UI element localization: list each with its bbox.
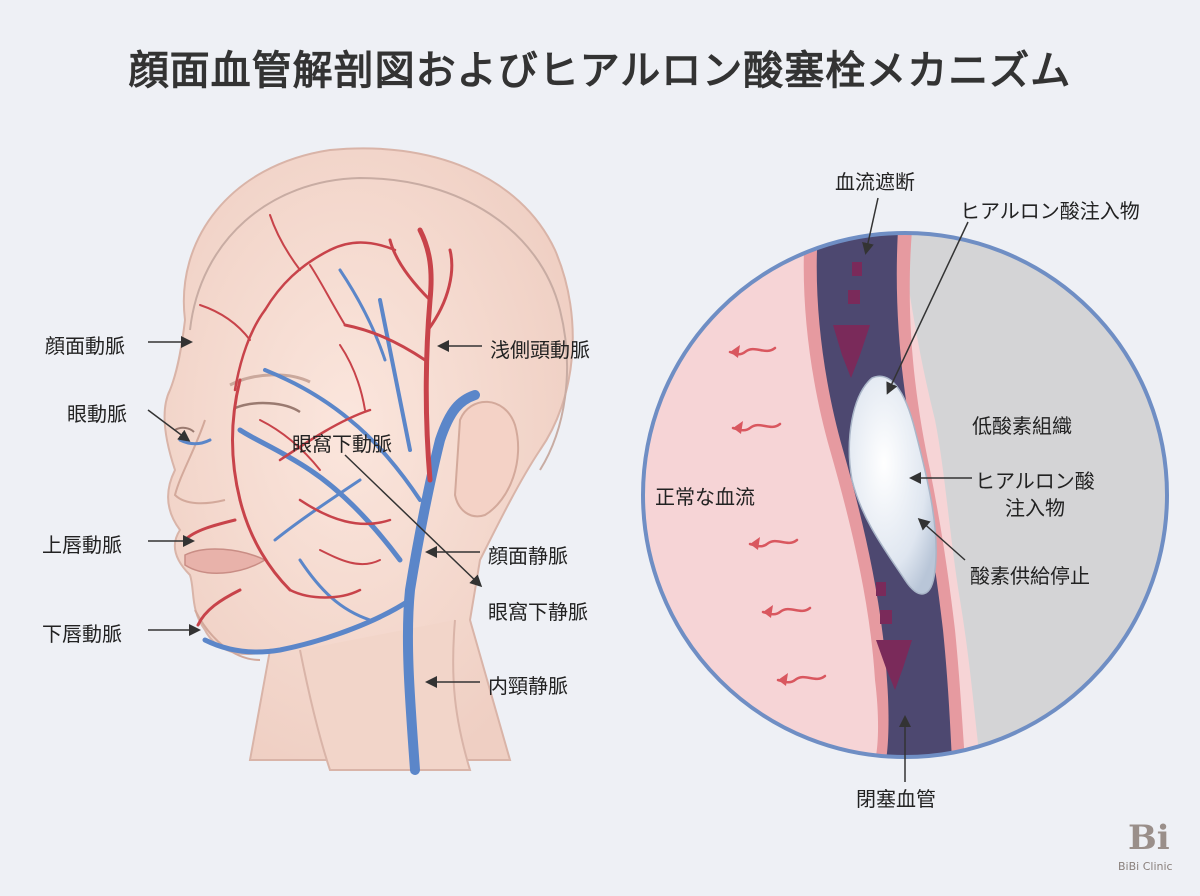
label-superficial-temporal-artery: 浅側頭動脈 <box>490 338 590 362</box>
label-ha-filler-top: ヒアルロン酸注入物 <box>960 199 1140 223</box>
label-ha-filler-mid-2: 注入物 <box>1005 496 1065 520</box>
label-facial-vein: 顔面静脈 <box>488 544 568 568</box>
label-infraorbital-vein: 眼窩下静脈 <box>488 600 588 624</box>
label-oxygen-stop: 酸素供給停止 <box>970 564 1090 588</box>
label-inferior-labial-artery: 下唇動脈 <box>42 622 122 646</box>
ha-filler-blob <box>848 375 937 595</box>
arteries <box>183 214 454 627</box>
leader-lines <box>147 336 483 688</box>
label-hypoxic-tissue: 低酸素組織 <box>972 414 1072 438</box>
label-superior-labial-artery: 上唇動脈 <box>42 533 122 557</box>
neck <box>299 619 472 771</box>
label-flow-block: 血流遮断 <box>835 170 915 194</box>
clinic-logo-text: BiBi Clinic <box>1118 860 1173 873</box>
label-occluded-vessel: 閉塞血管 <box>856 787 936 811</box>
ear <box>453 400 520 518</box>
occlusion-inset <box>643 233 1167 757</box>
label-ophthalmic-artery: 眼動脈 <box>67 402 127 426</box>
label-internal-jugular-vein: 内頸静脈 <box>488 674 568 698</box>
eye <box>234 401 301 414</box>
label-infraorbital-artery: 眼窩下動脈 <box>292 432 392 456</box>
head-outline <box>163 147 574 761</box>
clinic-logo-mark: Bi <box>1128 818 1170 858</box>
label-normal-flow: 正常な血流 <box>655 485 755 509</box>
page-title: 顔面血管解剖図およびヒアルロン酸塞栓メカニズム <box>128 48 1072 94</box>
label-facial-artery: 顔面動脈 <box>45 334 125 358</box>
label-ha-filler-mid-1: ヒアルロン酸 <box>975 469 1095 493</box>
